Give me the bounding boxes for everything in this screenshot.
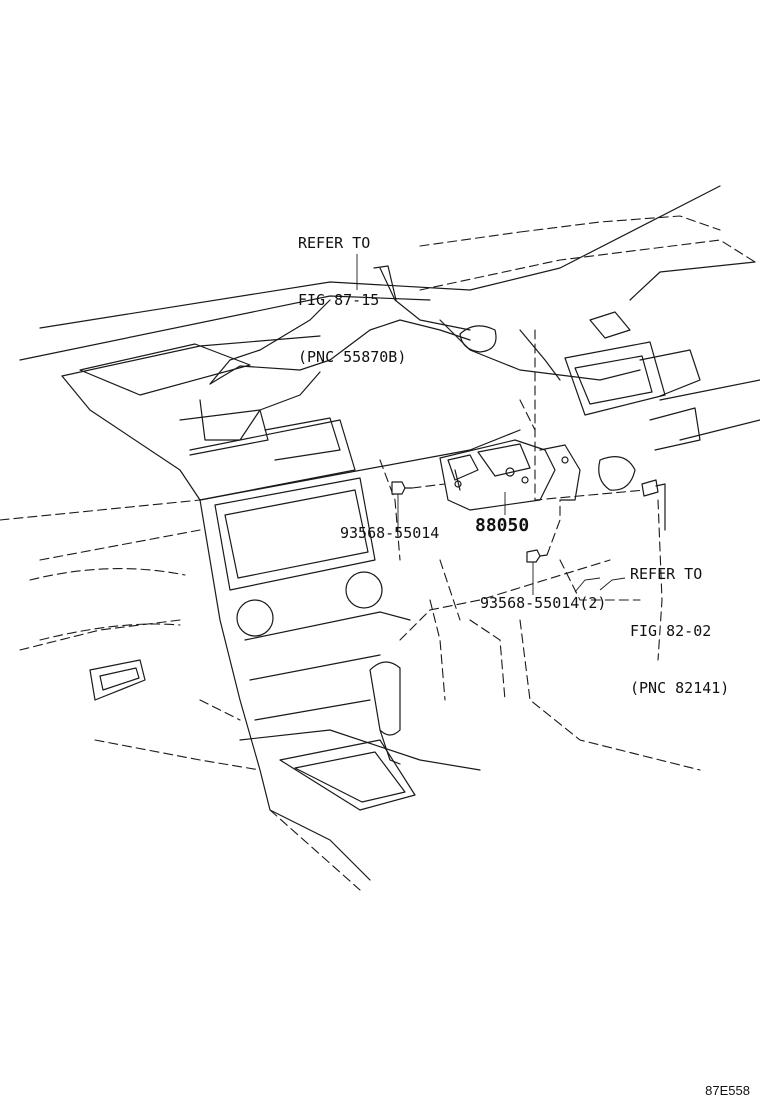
leader-lines — [356, 215, 721, 661]
part-label-bolt-right: 93568-55014(2) — [480, 594, 607, 612]
dashboard-outline — [19, 185, 760, 501]
figure-code: 87E558 — [705, 1083, 750, 1098]
callout-right-line2: FIG 82-02 — [630, 622, 712, 640]
part-label-bolt-left: 93568-55014 — [340, 524, 440, 542]
bolt-left-icon — [391, 481, 446, 530]
callout-top-line1: REFER TO — [298, 234, 371, 252]
callout-right-line1: REFER TO — [630, 565, 703, 583]
callout-refer-top: REFER TO FIG 87-15 (PNC 55870B) — [298, 196, 406, 386]
bolt-right-icon — [526, 499, 561, 595]
part-label-module: 88050 — [475, 515, 530, 536]
callout-top-line3: (PNC 55870B) — [298, 348, 407, 366]
callout-top-line2: FIG 87-15 — [298, 291, 380, 309]
module-88050 — [439, 439, 581, 515]
callout-refer-right: REFER TO FIG 82-02 (PNC 82141) — [630, 527, 729, 717]
callout-right-line3: (PNC 82141) — [630, 679, 730, 697]
center-console — [0, 399, 701, 891]
